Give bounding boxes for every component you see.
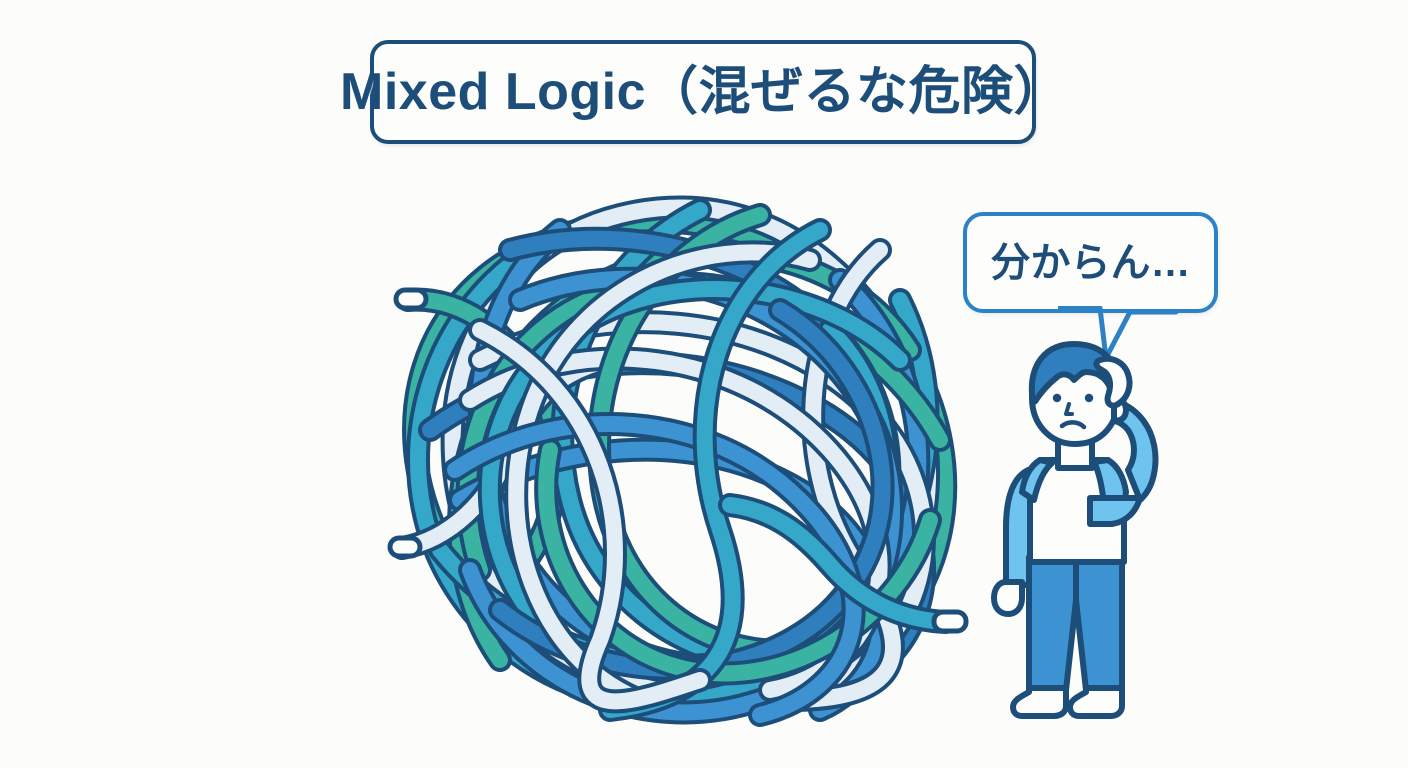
person-ear [1111, 396, 1129, 424]
cable-loose-end-left-upper [393, 287, 570, 582]
person-right-forearm [1087, 495, 1143, 527]
cable-layer-middle [428, 198, 952, 722]
speech-bubble-text: 分からん… [990, 240, 1191, 285]
cable-loose-end-left-lower [387, 348, 622, 560]
person-neck [1055, 439, 1095, 471]
cable-layer-front [443, 203, 942, 727]
person-mouth [1059, 420, 1087, 430]
person-right-hand [1093, 355, 1133, 409]
speech-bubble-tail [1058, 306, 1178, 361]
person-left-hand [991, 579, 1025, 617]
title-plate: Mixed Logic（混ぜるな危険） [340, 40, 1066, 144]
person-hair [1028, 341, 1124, 408]
person-right-shoulder [1091, 457, 1129, 508]
person-eye-right [1084, 393, 1094, 403]
person-pants [1026, 554, 1125, 693]
person-eye-left [1052, 393, 1062, 403]
person-left-shoe [1010, 685, 1069, 719]
person-shirt [1027, 457, 1127, 565]
page-title: Mixed Logic（混ぜるな危険） [340, 63, 1066, 121]
person-right-arm [1097, 396, 1159, 503]
person-left-shoulder [1019, 457, 1055, 503]
person-left-arm [1003, 467, 1051, 588]
cable-loose-end-right-lower [718, 493, 969, 634]
cable-layer-back [402, 195, 958, 718]
person-nose [1064, 402, 1074, 416]
speech-bubble: 分からん… [963, 212, 1218, 313]
person-right-shoe [1067, 685, 1125, 719]
person-head [1029, 349, 1121, 447]
